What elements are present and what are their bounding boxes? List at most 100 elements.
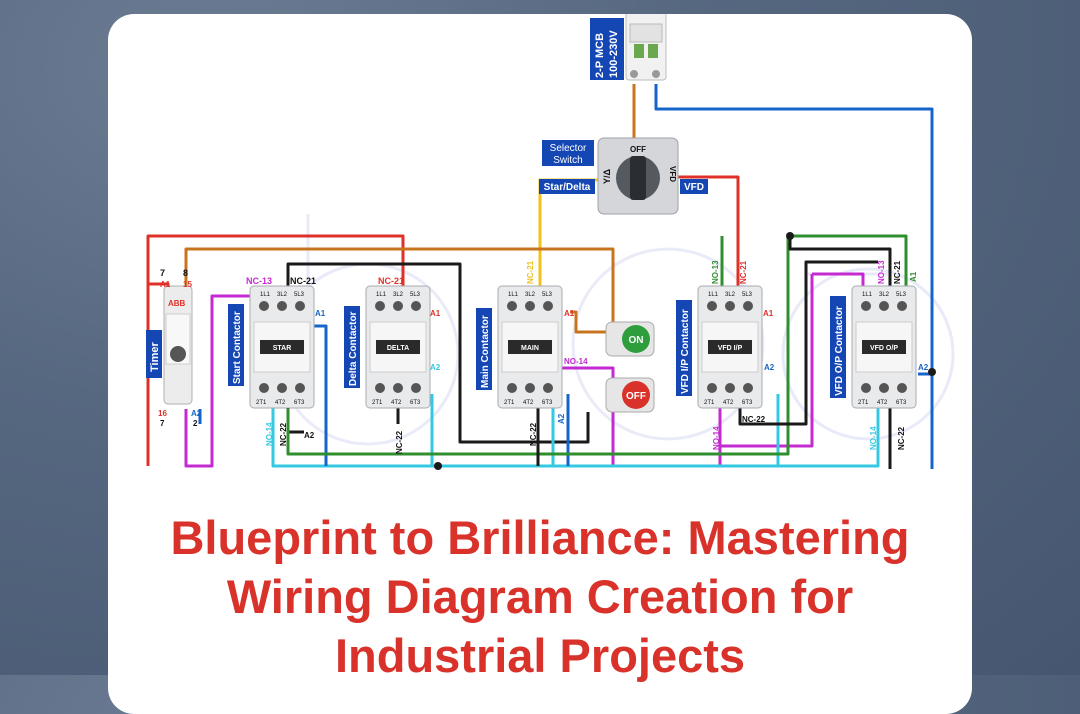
off-button[interactable]: OFF bbox=[605, 377, 655, 413]
mcb-label-line2: 100-230V bbox=[608, 30, 620, 78]
headline-line-3: Industrial Projects bbox=[334, 629, 746, 682]
selector-switch[interactable]: OFF Y/Δ VFD bbox=[597, 137, 679, 215]
timer-term-7-bottom: 7 bbox=[160, 419, 165, 428]
contactor-start-t3: 5L3 bbox=[294, 292, 305, 298]
contactor-start-b1: 2T1 bbox=[256, 400, 267, 406]
contactor-main-tag-bottom-mid: NC-22 bbox=[529, 422, 538, 446]
contactor-delta-side: Delta Contactor bbox=[348, 311, 359, 386]
contactor-main-b3: 6T3 bbox=[542, 400, 553, 406]
wire-dark-vfd-loop bbox=[788, 236, 892, 304]
contactor-vfd-op-side: VFD O/P Contactor bbox=[834, 306, 845, 396]
contactor-vfd-op-plate: VFD O/P bbox=[870, 345, 898, 352]
contactor-vfd-ip-tag-bottom-left: NO-14 bbox=[712, 426, 721, 450]
contactor-start-tag-top2: NC-21 bbox=[290, 276, 316, 286]
contactor-vfd-ip-tag-bottom-mid: NC-22 bbox=[742, 415, 766, 424]
wire-magenta-vfd-loop2 bbox=[720, 274, 814, 448]
contactor-vfd-op-t3: 5L3 bbox=[896, 292, 907, 298]
wire-magenta-no14 bbox=[548, 366, 615, 466]
contactor-start-tag-bottom-left: NO-14 bbox=[265, 422, 274, 446]
contactor-main-b2: 4T2 bbox=[523, 400, 534, 406]
wire-selector-red-vfd bbox=[678, 175, 740, 306]
contactor-vfd-op-tag-bottom-mid: NC-22 bbox=[897, 426, 906, 450]
contactor-vfd-ip-label: VFD I/P Contactor bbox=[676, 300, 692, 396]
contactor-start-b2: 4T2 bbox=[275, 400, 286, 406]
contactor-delta-label: Delta Contactor bbox=[344, 306, 360, 388]
timer-term-8: 8 bbox=[183, 268, 188, 278]
selector-vfd-mark: VFD bbox=[668, 166, 677, 182]
contactor-delta-t3: 5L3 bbox=[410, 292, 421, 298]
contactor-main-tag-a1: A1 bbox=[564, 309, 575, 318]
contactor-start-tag-bottom-mid: NC-22 bbox=[279, 422, 288, 446]
contactor-vfd-ip-tag-a1: A1 bbox=[763, 309, 774, 318]
wiring-diagram: 2-P MCB 100-230V OFF Y/Δ VFD Selector Sw… bbox=[108, 14, 972, 474]
contactor-vfd-ip-t3: 5L3 bbox=[742, 292, 753, 298]
timer-label-text: Timer bbox=[149, 342, 161, 372]
selector-stardelta-mark: Y/Δ bbox=[602, 168, 612, 184]
contactor-main-plate: MAIN bbox=[521, 345, 539, 352]
mcb-label-line1: 2-P MCB bbox=[594, 33, 606, 78]
svg-text:ABB: ABB bbox=[168, 299, 186, 308]
wire-mcb-blue-neutral bbox=[654, 84, 934, 469]
wire-dark-star-loop bbox=[286, 262, 590, 444]
contactor-delta-plate: DELTA bbox=[387, 345, 409, 352]
on-button[interactable]: ON bbox=[605, 321, 655, 357]
contactor-main-label: Main Contactor bbox=[476, 308, 492, 390]
junction-dot bbox=[928, 368, 936, 376]
mcb-breaker bbox=[625, 14, 667, 81]
contactor-main-t3: 5L3 bbox=[542, 292, 553, 298]
contactor-delta-tag-top: NC-21 bbox=[378, 276, 404, 286]
contactor-delta-b2: 4T2 bbox=[391, 400, 402, 406]
contactor-vfd-op-b3: 6T3 bbox=[896, 400, 907, 406]
timer-term-7-top: 7 bbox=[160, 268, 165, 278]
contactor-main-side: Main Contactor bbox=[480, 315, 491, 388]
contactor-vfd-ip-plate: VFD I/P bbox=[718, 345, 743, 352]
wire-dark-vfdip-nc22 bbox=[738, 260, 878, 426]
contactor-vfd-op: VFD O/P 1L1 3L2 5L3 2T1 4T2 6T3 bbox=[851, 285, 917, 409]
contactor-start-b3: 6T3 bbox=[294, 400, 305, 406]
timer-term-2: 2 bbox=[193, 419, 198, 428]
on-button-label: ON bbox=[629, 335, 644, 346]
wire-cyan-bus bbox=[271, 394, 880, 468]
contactor-delta: DELTA 1L1 3L2 5L3 2T1 4T2 6T3 bbox=[365, 285, 431, 409]
contactor-vfd-ip-t2: 3L2 bbox=[725, 292, 736, 298]
contactor-main-t2: 3L2 bbox=[525, 292, 536, 298]
contactor-vfd-ip-tag-top: NO-13 bbox=[711, 260, 720, 284]
contactor-start-tag-a1: A1 bbox=[315, 309, 326, 318]
contactor-delta-t1: 1L1 bbox=[376, 292, 387, 298]
selector-off-label: OFF bbox=[630, 145, 646, 154]
selector-vfd-text: VFD bbox=[684, 182, 704, 193]
contactor-vfd-op-b2: 4T2 bbox=[877, 400, 888, 406]
contactor-vfd-op-tag-a1: A1 bbox=[909, 271, 918, 282]
contactor-start-side: Start Contactor bbox=[232, 311, 243, 384]
contactor-vfd-ip: VFD I/P 1L1 3L2 5L3 2T1 4T2 6T3 bbox=[697, 285, 763, 409]
contactor-main-tag-no: NO-14 bbox=[564, 357, 588, 366]
contactor-delta-tag-bottom-right: A2 bbox=[430, 363, 441, 372]
selector-title-line2: Switch bbox=[553, 155, 582, 166]
timer-term-15: 15 bbox=[183, 280, 192, 289]
contactor-vfd-op-tag-bottom-right: A2 bbox=[918, 363, 929, 372]
contactor-main-t1: 1L1 bbox=[508, 292, 519, 298]
contactor-main: MAIN 1L1 3L2 5L3 2T1 4T2 6T3 bbox=[497, 285, 563, 409]
junction-dot bbox=[434, 462, 442, 470]
contactor-start: STAR 1L1 3L2 5L3 2T1 4T2 6T3 bbox=[249, 285, 315, 409]
contactor-start-tag-top: NC-13 bbox=[246, 276, 272, 286]
contactor-start-t2: 3L2 bbox=[277, 292, 288, 298]
selector-title-line1: Selector bbox=[550, 143, 587, 154]
contactor-vfd-op-label: VFD O/P Contactor bbox=[830, 296, 846, 398]
contactor-start-plate: STAR bbox=[273, 345, 292, 352]
wiring-diagram-svg: 2-P MCB 100-230V OFF Y/Δ VFD Selector Sw… bbox=[146, 14, 955, 470]
article-headline: Blueprint to Brilliance: Mastering Wirin… bbox=[108, 508, 972, 685]
contactor-main-tag-bottom-right: A2 bbox=[557, 413, 566, 424]
selector-stardelta-tag: Star/Delta bbox=[539, 179, 595, 194]
contactor-vfd-ip-t1: 1L1 bbox=[708, 292, 719, 298]
wire-green-loop bbox=[286, 234, 908, 456]
contactor-delta-tag-a1: A1 bbox=[430, 309, 441, 318]
contactor-main-b1: 2T1 bbox=[504, 400, 515, 406]
contactor-vfd-ip-tag-bottom-right: A2 bbox=[764, 363, 775, 372]
contactor-vfd-op-tag-top2: NC-21 bbox=[893, 260, 902, 284]
contactor-vfd-ip-b1: 2T1 bbox=[704, 400, 715, 406]
timer-term-a2: A2 bbox=[191, 409, 202, 418]
contactor-vfd-ip-b3: 6T3 bbox=[742, 400, 753, 406]
contactor-start-t1: 1L1 bbox=[260, 292, 271, 298]
contactor-delta-tag-bottom-mid: NC-22 bbox=[395, 430, 404, 454]
